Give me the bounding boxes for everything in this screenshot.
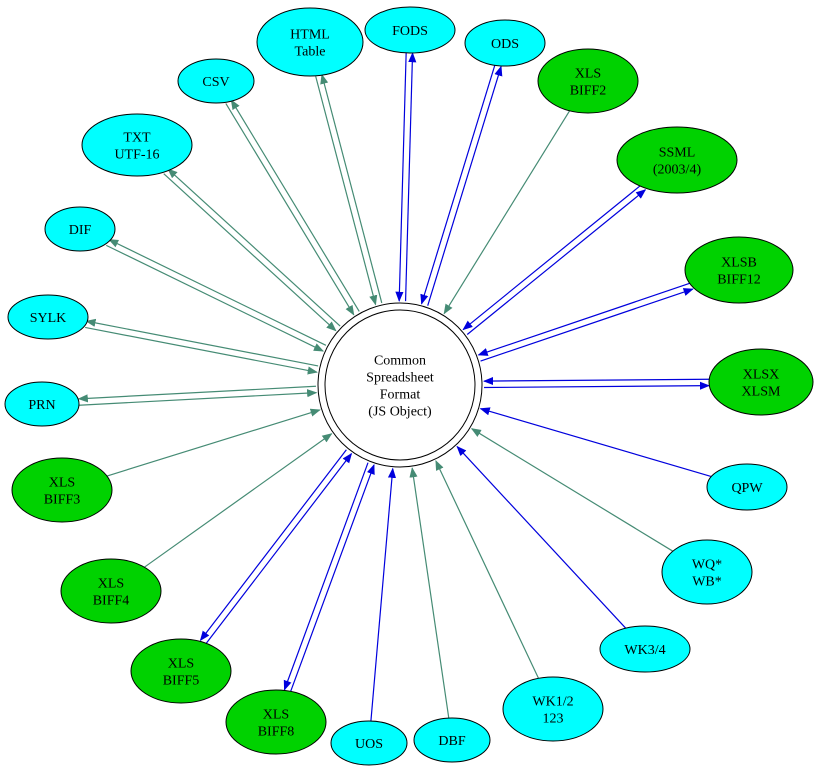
edge-prn-from-center [77,385,316,403]
label: ODS [491,37,519,52]
node-csv: CSV [177,58,255,104]
node-dif: DIF [44,206,116,252]
node-dbf: DBF [413,717,491,763]
node-fods: FODS [364,6,456,54]
label: QPW [731,481,763,496]
edge-sylk-from-center [85,318,319,367]
edge-csv-from-center [230,99,360,312]
label: FODS [392,24,428,39]
label: PRN [28,398,55,413]
edge-xls-biff8-from-center [283,462,369,691]
edge-xlsx-xlsm-to-center [482,376,709,386]
edge-ods-from-center [427,65,503,306]
edge-txt-utf16-from-center [167,168,341,327]
edge-ssml-2003-4-from-center [466,189,647,335]
edge-xls-biff3-to-center [106,408,321,477]
label: CSV [202,75,229,90]
edge-dbf-to-center [409,467,450,719]
label: DIF [69,223,92,238]
label: WQ*WB* [692,558,722,590]
label: UOS [355,737,383,752]
edge-xls-biff4-to-center [144,433,333,568]
node-qpw: QPW [706,463,788,511]
node-uos: UOS [330,720,408,766]
edge-dif-to-center [105,244,325,352]
edge-wq-wb-to-center [470,428,674,552]
edge-txt-utf16-to-center [163,173,337,332]
edge-csv-to-center [225,103,355,316]
edges [77,52,712,722]
label: SYLK [30,311,67,326]
edge-fods-from-center [404,52,417,302]
edge-xlsb-biff12-to-center [477,282,691,356]
edge-xlsx-xlsm-from-center [484,381,711,390]
edge-wk3-4-to-center [456,445,627,629]
edge-uos-to-center [370,467,397,722]
edge-html-table-from-center [320,73,383,304]
edge-xls-biff8-to-center [289,463,375,693]
node-ods: ODS [464,19,546,67]
edge-ssml-2003-4-to-center [462,184,642,331]
edge-sylk-to-center [85,326,318,375]
edge-fods-to-center [395,52,407,302]
edge-ods-to-center [420,64,496,305]
node-ssml-2003-4: SSML(2003/4) [616,126,738,194]
edge-prn-to-center [78,389,318,406]
node-sylk: SYLK [7,294,89,340]
edge-xlsb-biff12-from-center [480,288,694,362]
label: WK3/4 [624,643,665,658]
node-wk3-4: WK3/4 [599,625,691,673]
label: SSML(2003/4) [653,146,702,178]
node-prn: PRN [4,381,80,427]
edge-qpw-to-center [479,407,712,478]
edge-dif-from-center [108,239,327,346]
edge-html-table-to-center [315,76,378,306]
edge-xls-biff2-to-center [443,110,571,315]
edge-xls-biff5-from-center [199,449,347,642]
node-wq-wb: WQ*WB* [661,539,753,605]
edge-wk1-2-123-to-center [435,460,540,679]
label: DBF [438,734,465,749]
edge-xls-biff5-to-center [205,452,353,645]
